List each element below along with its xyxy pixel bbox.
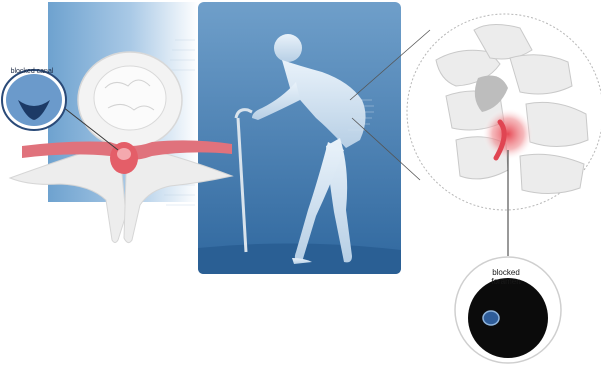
vertebral-disc: [94, 66, 166, 130]
blocked-canal-callout: [2, 70, 66, 130]
blocked-canal-label: blocked canal: [4, 68, 60, 75]
canal-highlight: [117, 148, 131, 160]
foramen-dark-disc: [468, 278, 548, 358]
foramen-opening: [483, 311, 499, 325]
blocked-foramen-label: blocked foramen: [482, 268, 530, 286]
